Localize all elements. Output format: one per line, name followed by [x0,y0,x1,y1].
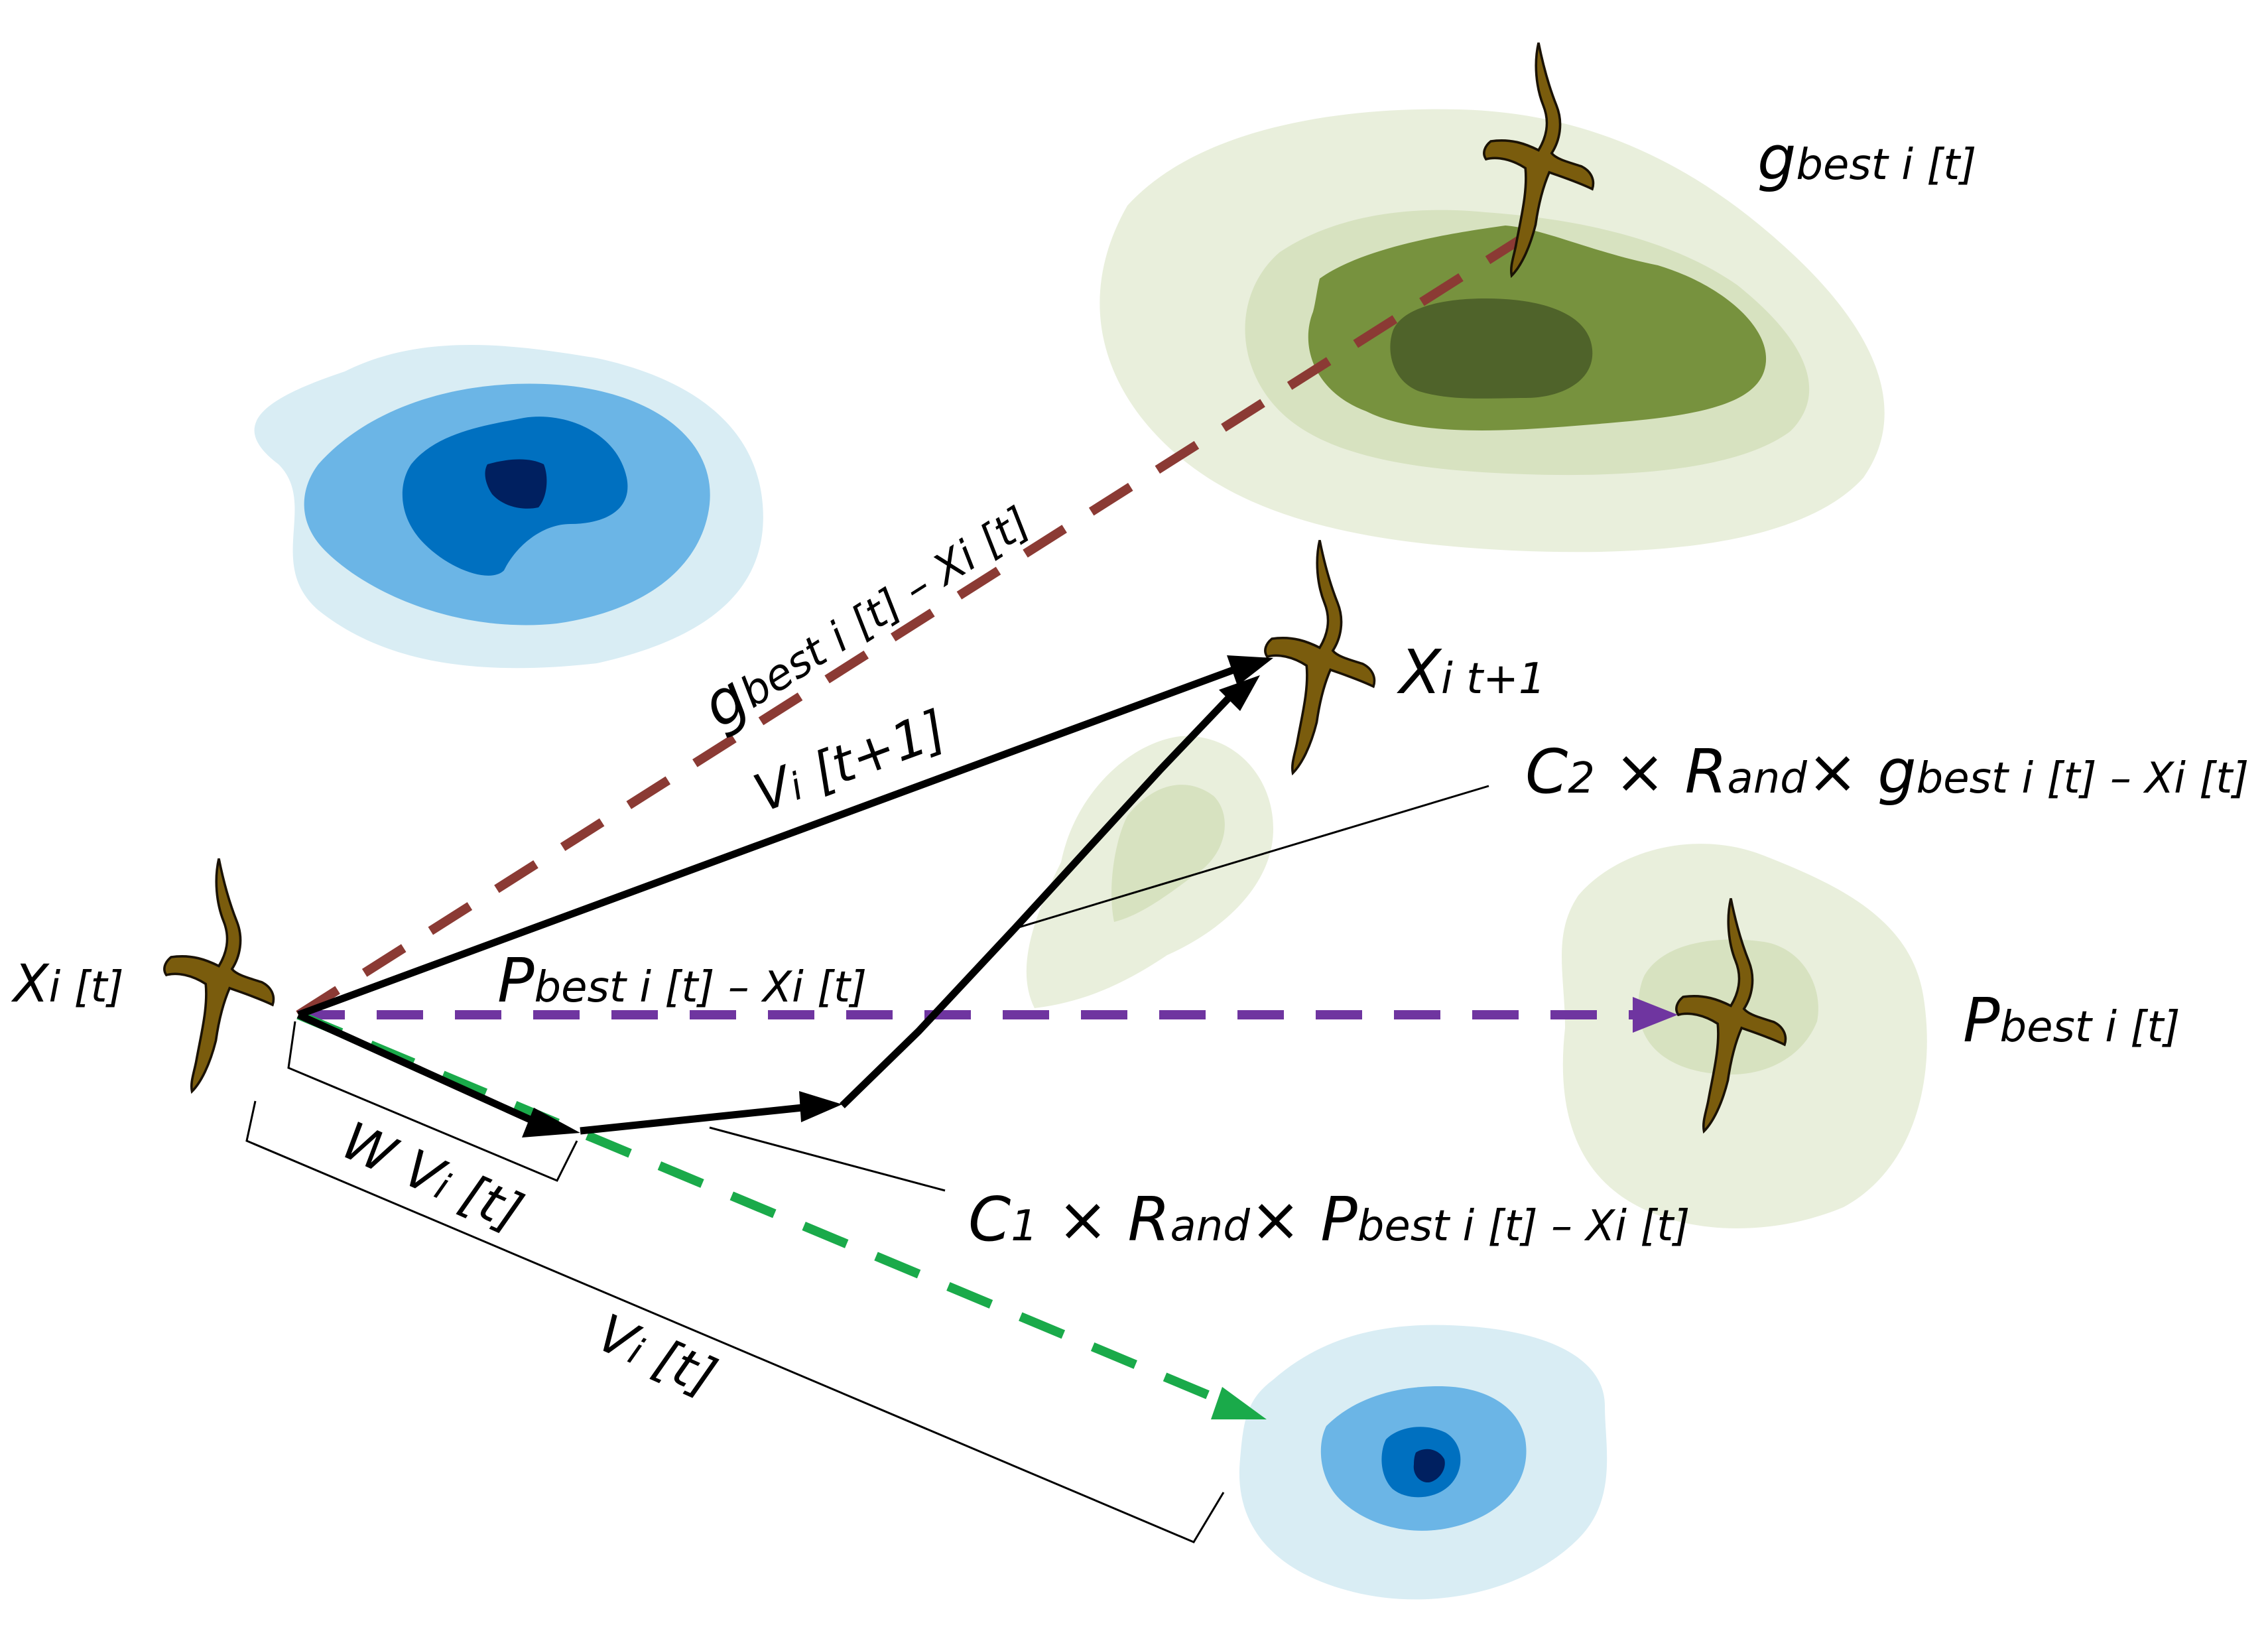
vector-cognitive [580,1104,803,1135]
brace-w-vi [287,1021,578,1182]
pbest-arrowhead [1633,997,1678,1033]
bird-icon-xi-t [162,857,275,1093]
label-c2-term: C2 × Rand× gbest i [t] – Xi [t] [1525,736,2249,807]
label-c1-term: C1 × Rand× Pbest i [t] – Xi [t] [968,1184,1690,1255]
arrowhead-social [1219,675,1260,711]
label-w-vi: W Vi [t] [333,1111,531,1243]
c2-leader-line [1014,785,1489,930]
label-vi-t1: Vi [t+1] [746,700,954,824]
vector-new-velocity [297,666,1235,1019]
inertia-direction-line [296,1010,1229,1407]
arrowhead-new-velocity [1227,655,1273,686]
green-region-gbest [1100,109,1885,553]
blue-region-bottom [1239,1325,1607,1600]
label-gbest: gbest i [t] [1757,123,1976,194]
label-pbest: Pbest i [t] [1963,985,2180,1056]
label-xi-t: Xi [t] [11,954,124,1014]
c1-leader-line [709,1126,946,1192]
inertia-arrowhead [1211,1387,1267,1419]
green-region-middle [1026,736,1273,1008]
label-xi-t1: Xi t+1 [1397,637,1546,708]
green-region-pbest [1562,844,1927,1229]
arrowhead-cognitive [799,1091,842,1122]
vector-inertia [296,1011,542,1128]
label-vi-t: Vi [t] [588,1303,725,1408]
brace-vi [245,1100,1225,1543]
label-pbest-minus-xi: Pbest i [t] – Xi [t] [497,945,867,1016]
gbest-difference-line [296,228,1535,1019]
bird-icon-xi-t1 [1263,539,1376,775]
blue-region-upper-left [254,345,763,669]
arrowhead-inertia [522,1108,580,1138]
